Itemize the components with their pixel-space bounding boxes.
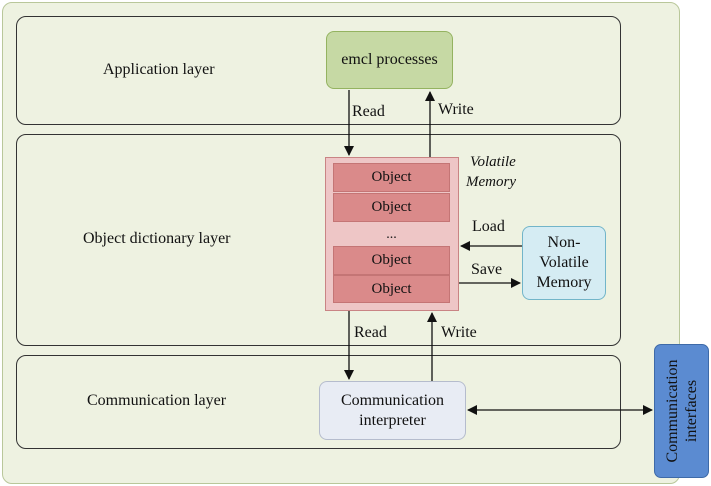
application-layer-label: Application layer <box>103 61 215 78</box>
object-entry: Object <box>333 275 450 303</box>
emcl-processes-label: emcl processes <box>341 51 438 68</box>
write-label-top: Write <box>438 101 474 118</box>
volatile-memory-label-line2: Memory <box>466 174 516 190</box>
nvm-label-line2: Volatile <box>539 254 589 271</box>
communication-interpreter-box: Communication interpreter <box>319 381 466 440</box>
communication-interfaces-box: Communication interfaces <box>654 344 709 478</box>
object-entry: Object <box>333 246 450 275</box>
communication-layer-label: Communication layer <box>87 392 227 409</box>
read-label-top: Read <box>352 103 385 120</box>
object-dictionary-layer-label: Object dictionary layer <box>83 230 231 247</box>
object-entry: Object <box>333 193 450 222</box>
nvm-label-line3: Memory <box>536 274 592 291</box>
nvm-label-line1: Non- <box>547 234 581 251</box>
object-ellipsis: ... <box>386 227 397 242</box>
write-label-bottom: Write <box>441 324 477 341</box>
emcl-processes-box: emcl processes <box>326 31 453 89</box>
volatile-memory-label: Volatile Memory <box>466 152 516 192</box>
read-label-bottom: Read <box>354 324 387 341</box>
object-entry: Object <box>333 163 450 192</box>
save-label: Save <box>471 261 503 278</box>
interpreter-label-line1: Communication <box>340 391 445 409</box>
volatile-memory-label-line1: Volatile <box>470 154 516 170</box>
object-dictionary-layer <box>16 134 621 346</box>
application-layer <box>16 16 621 125</box>
communication-layer <box>16 355 621 449</box>
load-label: Load <box>472 218 505 235</box>
interpreter-label-line2: interpreter <box>359 411 426 429</box>
non-volatile-memory-box: Non- Volatile Memory <box>522 226 606 300</box>
